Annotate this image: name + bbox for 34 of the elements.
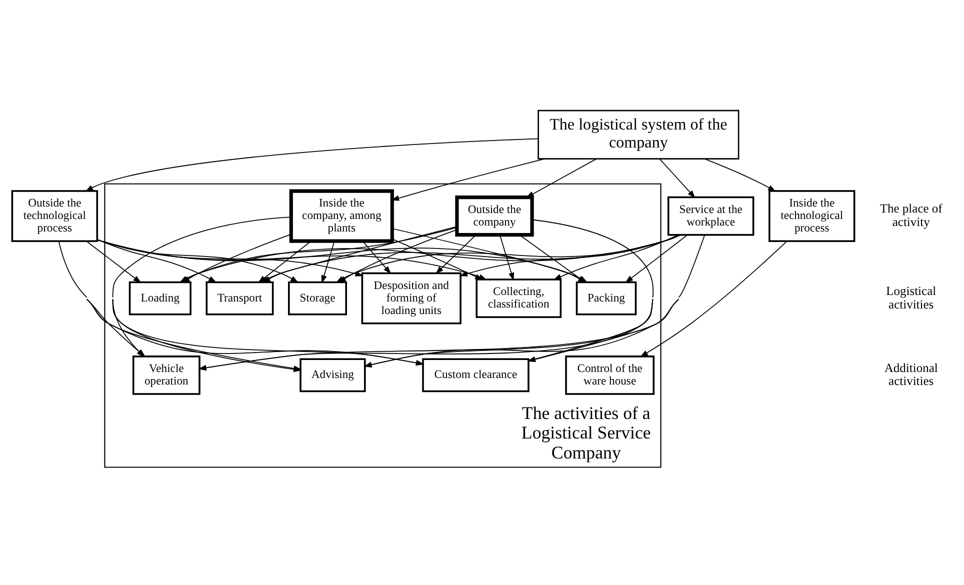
arrow bbox=[362, 240, 392, 274]
node-box: Packing bbox=[576, 281, 637, 316]
arrow bbox=[321, 240, 335, 284]
arrow bbox=[704, 158, 776, 192]
node-box: Advising bbox=[300, 358, 366, 392]
node-box: Inside the technological process bbox=[768, 190, 856, 242]
label: Logistical activities bbox=[886, 284, 936, 312]
node-box: The logistical system of the company bbox=[538, 110, 740, 160]
arrow bbox=[526, 158, 596, 198]
arrow bbox=[553, 234, 678, 280]
arrow bbox=[659, 158, 696, 198]
label: Additional activities bbox=[884, 360, 938, 388]
node-box: Desposition and forming of loading units bbox=[361, 272, 462, 324]
arrow bbox=[86, 240, 142, 283]
node-box: Transport bbox=[206, 281, 274, 316]
node-box: Outside the technological process bbox=[11, 190, 98, 242]
node-box: Loading bbox=[128, 281, 192, 316]
arrow bbox=[85, 138, 539, 192]
node-box: Vehicle operation bbox=[132, 356, 200, 395]
arrow bbox=[96, 239, 364, 276]
label: The place of activity bbox=[880, 202, 942, 230]
node-box: Control of the ware house bbox=[565, 356, 655, 395]
node-box: Storage bbox=[288, 281, 347, 316]
node-box: Custom clearance bbox=[422, 358, 530, 392]
arrow bbox=[436, 234, 476, 274]
arrow bbox=[640, 240, 788, 358]
node-box: Collecting, classification bbox=[476, 278, 562, 318]
arrow bbox=[500, 234, 514, 281]
arrow bbox=[625, 234, 688, 283]
arrow bbox=[391, 158, 545, 201]
node-box: Outside the company bbox=[455, 196, 534, 237]
node-box: Inside the company, among plants bbox=[289, 189, 394, 243]
arrow bbox=[459, 234, 680, 276]
node-box: Service at the workplace bbox=[668, 196, 754, 236]
